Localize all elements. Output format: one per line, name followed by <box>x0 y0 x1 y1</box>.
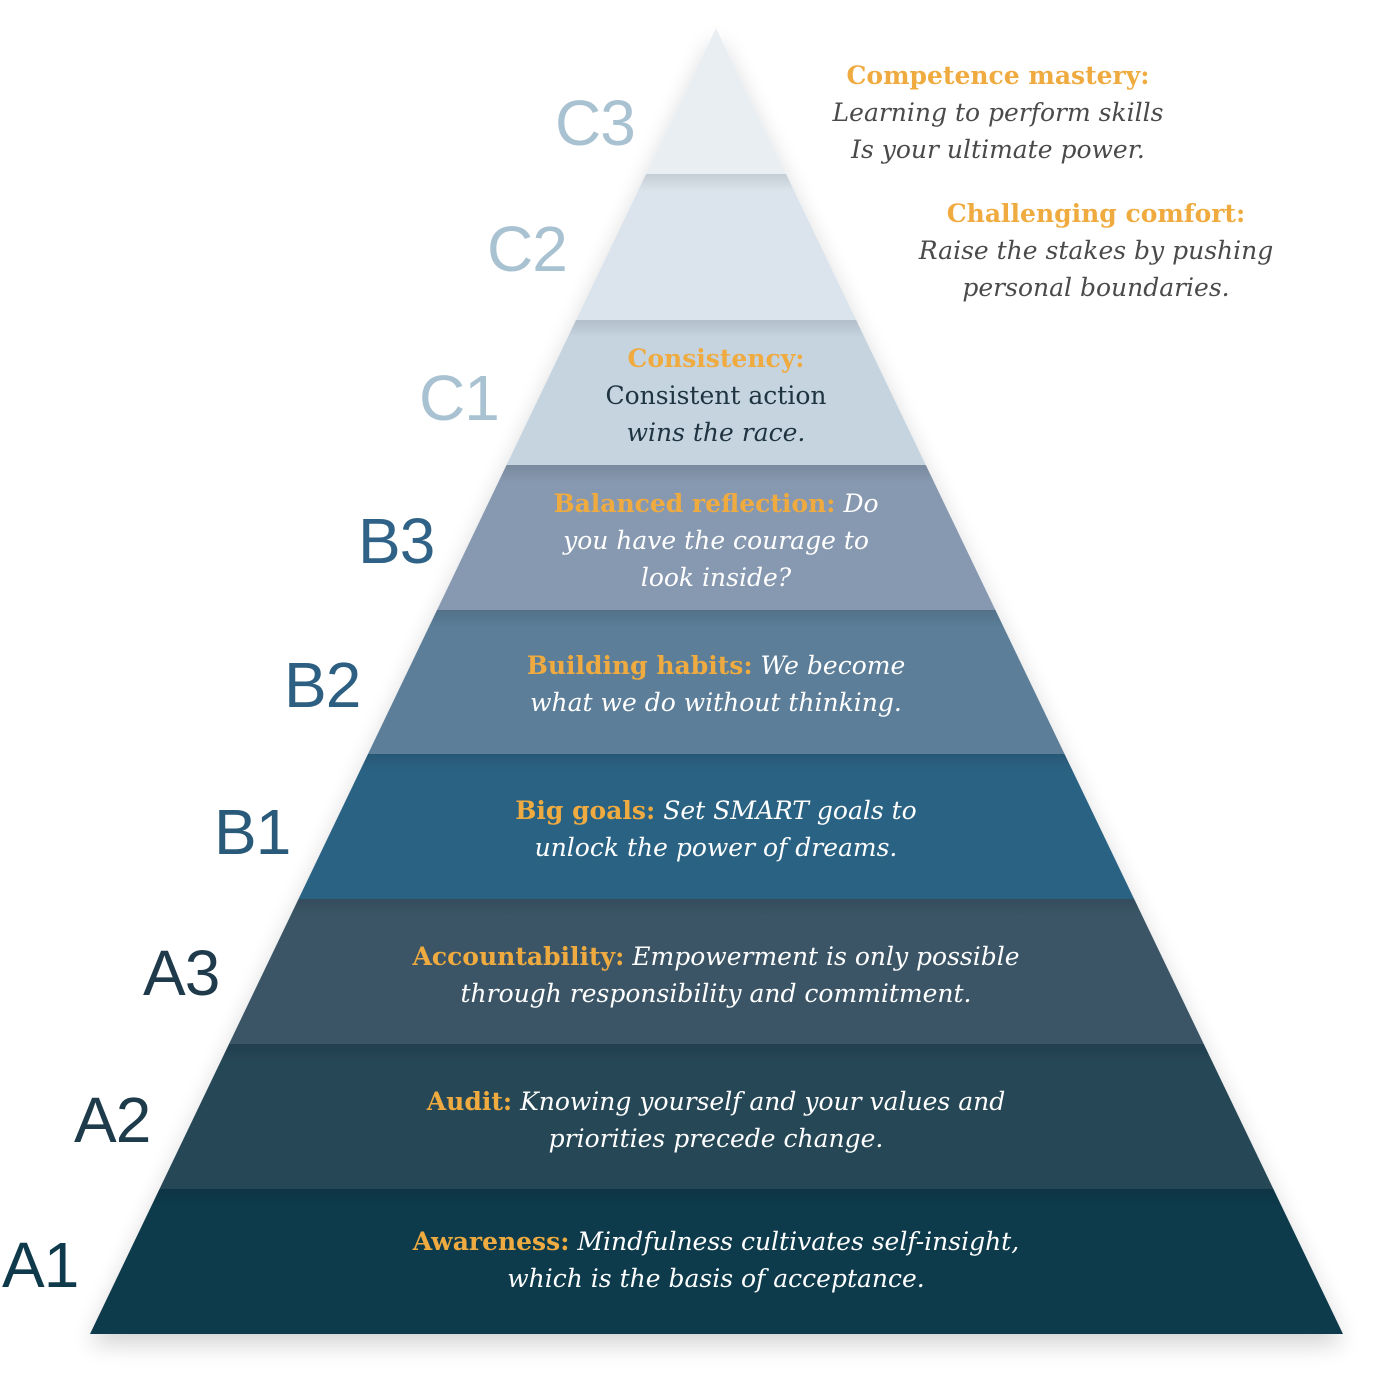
pyramid-band-shade-b2 <box>368 610 1065 754</box>
text-c2-line3: personal boundaries. <box>962 273 1230 302</box>
level-label-c1: C1 <box>419 362 500 434</box>
keyword-c1: Consistency: <box>627 344 805 373</box>
text-b3-line1: Do <box>843 489 879 518</box>
level-desc-c3: Competence mastery: Learning to perform … <box>798 57 1198 168</box>
keyword-c3: Competence mastery: <box>846 61 1150 90</box>
keyword-b1: Big goals: <box>515 796 656 825</box>
level-label-c2: C2 <box>487 213 568 285</box>
pyramid-band-shade-b1 <box>298 754 1135 899</box>
level-label-a3: A3 <box>143 937 220 1009</box>
pyramid-band-shade-c2 <box>576 174 857 320</box>
keyword-b3: Balanced reflection: <box>553 489 836 518</box>
text-b3-line3: look inside? <box>640 563 792 592</box>
keyword-a3: Accountability: <box>412 942 625 971</box>
pyramid-band-c3 <box>646 28 787 174</box>
text-a3-line2: through responsibility and commitment. <box>460 979 972 1008</box>
level-label-b2: B2 <box>284 649 361 721</box>
keyword-a2: Audit: <box>426 1087 513 1116</box>
level-desc-c1: Consistency: Consistent action wins the … <box>516 340 916 451</box>
level-desc-a1: Awareness: Mindfulness cultivates self-i… <box>330 1223 1102 1297</box>
level-desc-b3: Balanced reflection: Do you have the cou… <box>430 485 1002 596</box>
text-b2-line2: what we do without thinking. <box>530 688 902 717</box>
text-c3-line3: Is your ultimate power. <box>851 135 1145 164</box>
pyramid-band-shade-a3 <box>229 899 1204 1044</box>
text-a2-line1: Knowing yourself and your values and <box>520 1087 1006 1116</box>
text-c1-line3: wins the race. <box>626 418 806 447</box>
level-label-b3: B3 <box>358 505 435 577</box>
text-a2-line2: priorities precede change. <box>548 1124 884 1153</box>
level-label-c3: C3 <box>555 87 636 159</box>
keyword-c2: Challenging comfort: <box>946 199 1246 228</box>
text-c3-line2: Learning to perform skills <box>832 98 1164 127</box>
pyramid-band-shade-a1 <box>90 1189 1343 1334</box>
text-a3-line1: Empowerment is only possible <box>632 942 1020 971</box>
text-c1-line2: Consistent action <box>605 381 827 410</box>
text-a1-line2: which is the basis of acceptance. <box>507 1264 925 1293</box>
text-c2-line2: Raise the stakes by pushing <box>918 236 1274 265</box>
text-b3-line2: you have the courage to <box>563 526 869 555</box>
text-b1-line1: Set SMART goals to <box>663 796 917 825</box>
level-desc-a3: Accountability: Empowerment is only poss… <box>330 938 1102 1012</box>
level-desc-b2: Building habits: We become what we do wi… <box>330 647 1102 721</box>
text-b2-line1: We become <box>760 651 906 680</box>
pyramid-band-shade-a2 <box>159 1044 1274 1189</box>
keyword-b2: Building habits: <box>526 651 753 680</box>
level-label-a1: A1 <box>2 1229 79 1301</box>
level-desc-a2: Audit: Knowing yourself and your values … <box>330 1083 1102 1157</box>
level-label-a2: A2 <box>74 1084 151 1156</box>
level-desc-c2: Challenging comfort: Raise the stakes by… <box>896 195 1296 306</box>
text-a1-line1: Mindfulness cultivates self-insight, <box>577 1227 1020 1256</box>
pyramid-band-shade-b3 <box>437 465 996 610</box>
text-b1-line2: unlock the power of dreams. <box>534 833 898 862</box>
level-desc-b1: Big goals: Set SMART goals to unlock the… <box>330 792 1102 866</box>
level-label-b1: B1 <box>214 796 291 868</box>
keyword-a1: Awareness: <box>412 1227 570 1256</box>
pyramid-band-shade-c1 <box>506 320 926 465</box>
